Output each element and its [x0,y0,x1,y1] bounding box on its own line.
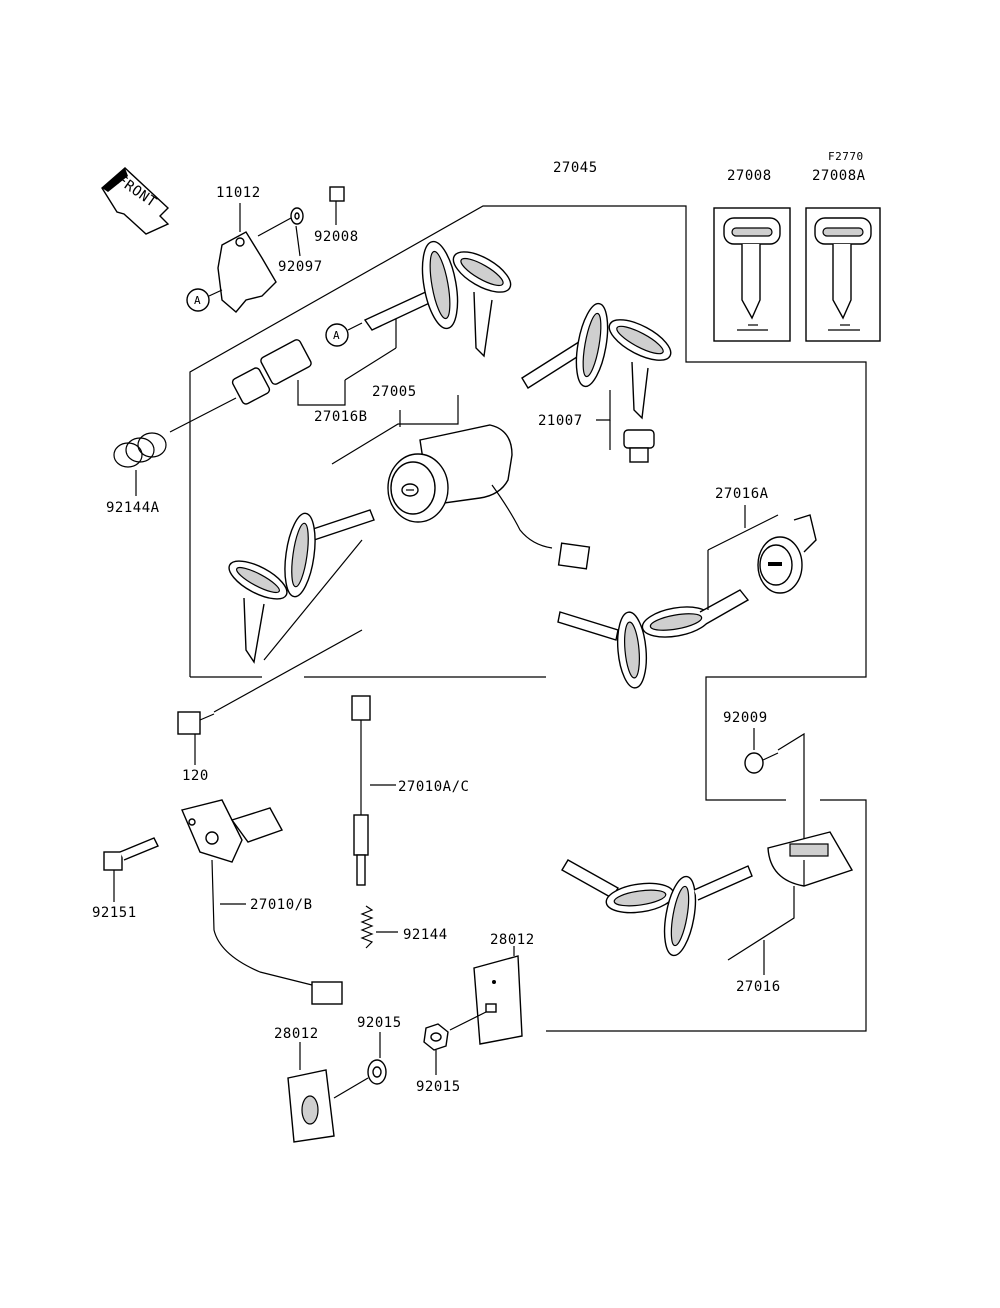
label-120: 120 [182,768,209,784]
label-92015-upper: 92015 [357,1015,402,1031]
label-92144: 92144 [403,927,448,943]
key-pair-21007 [521,302,672,463]
label-27008A: 27008A [812,168,866,184]
nut-92015-left [333,1032,387,1099]
label-27016: 27016 [736,979,781,995]
sensor-27010AC [351,695,396,886]
label-27008: 27008 [727,168,772,184]
bolt-120 [177,629,363,765]
lock-27016A [707,505,817,594]
label-27045: 27045 [553,160,598,176]
nut-92015-right [423,1011,487,1075]
label-27010AC: 27010A/C [398,779,469,795]
part-labels: 27045 27008 27008A 11012 92008 92097 270… [92,160,866,1095]
label-21007: 21007 [538,413,583,429]
svg-text:A: A [333,329,340,342]
bolt-92008 [329,186,345,225]
key-pair-top [363,240,512,358]
spring-92144 [360,905,398,949]
label-92144A: 92144A [106,500,160,516]
callout-a-left: A [186,288,223,312]
plate-28012-right [473,946,523,1045]
label-92015-lower: 92015 [416,1079,461,1095]
label-92097: 92097 [278,259,323,275]
svg-text:A: A [194,294,201,307]
switch-27010B [181,799,343,1005]
screw-92009 [744,728,805,860]
key-card-27008 [713,207,791,342]
label-27016B: 27016B [314,409,368,425]
label-92009: 92009 [723,710,768,726]
label-27010B: 27010/B [250,897,313,913]
bracket-11012 [217,203,277,313]
figure-code: F2770 [828,150,864,163]
spring-92144A [113,432,167,496]
key-pair-27016A [557,550,750,689]
front-arrow-icon: FRONT [101,167,170,235]
label-92151: 92151 [92,905,137,921]
seat-lock-27016 [727,831,854,975]
label-92008: 92008 [314,229,359,245]
bolt-92151 [103,837,159,902]
key-card-27008A [805,207,881,342]
key-pair-mid [228,509,375,664]
key-pair-27016 [561,859,753,957]
label-11012: 11012 [216,185,261,201]
label-27005: 27005 [372,384,417,400]
group-frame-lines [189,205,867,1032]
ignition-switch-27005 [331,395,591,570]
washer-92097 [257,207,304,257]
callout-a-right: A [325,322,363,347]
label-28012-left: 28012 [274,1026,319,1042]
label-28012-right: 28012 [490,932,535,948]
label-27016A: 27016A [715,486,769,502]
plate-28012-left [287,1042,335,1143]
